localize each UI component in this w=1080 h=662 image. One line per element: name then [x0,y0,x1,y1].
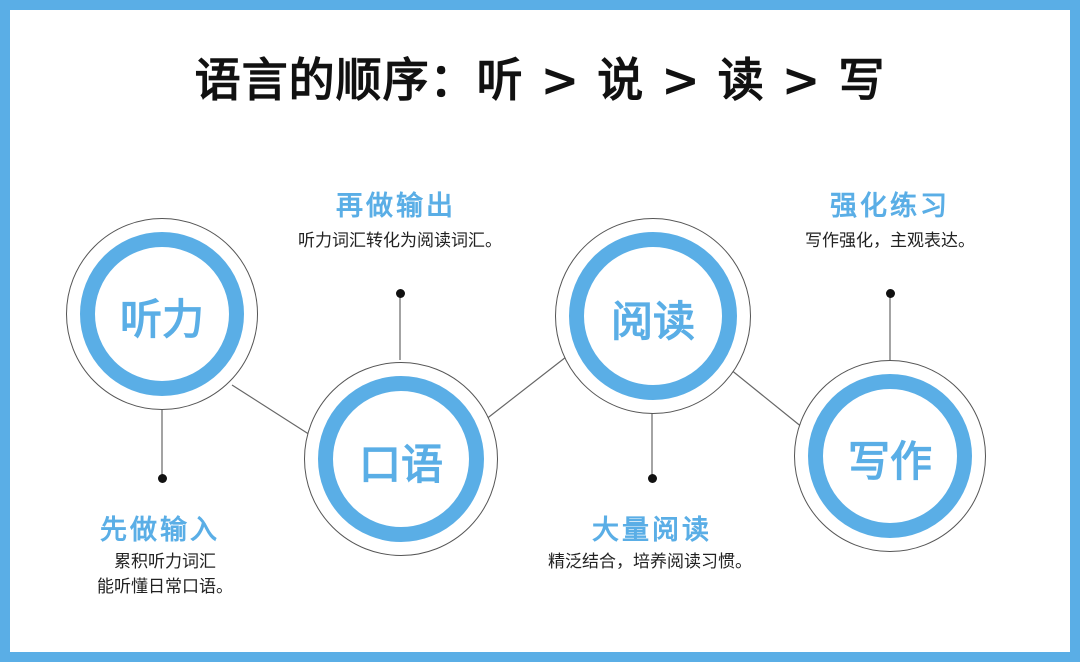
step-desc-line: 精泛结合，培养阅读习惯。 [548,552,752,572]
step-desc-line: 写作强化，主观表达。 [805,231,975,251]
step-desc-input: 累积听力词汇 能听懂日常口语。 [60,550,270,600]
step-desc-line: 听力词汇转化为阅读词汇。 [298,231,502,251]
step-title-output: 再做输出 [336,191,456,222]
connector-speak-read [484,349,576,421]
pointer-dot-2 [396,289,405,298]
step-desc-reading: 精泛结合，培养阅读习惯。 [500,550,800,575]
node-label-listening: 听力 [119,295,204,344]
node-writing: 写作 [794,360,986,552]
node-label-speaking: 口语 [358,440,443,489]
pointer-dot-1 [158,474,167,483]
node-label-writing: 写作 [847,437,932,486]
step-desc-practice: 写作强化，主观表达。 [760,229,1020,254]
node-speaking: 口语 [304,362,498,556]
pointer-dot-3 [648,474,657,483]
step-title-input: 先做输入 [100,515,220,546]
node-label-reading: 阅读 [610,297,695,346]
connector-listen-speak [231,384,319,441]
node-listening: 听力 [66,218,258,410]
connector-read-write [724,364,809,433]
pointer-dot-4 [886,289,895,298]
step-desc-line: 能听懂日常口语。 [97,577,233,597]
step-desc-line: 累积听力词汇 [114,552,216,572]
page-title: 语言的顺序：听 > 说 > 读 > 写 [194,53,886,107]
step-desc-output: 听力词汇转化为阅读词汇。 [250,229,550,254]
step-title-reading: 大量阅读 [592,515,712,546]
step-title-practice: 强化练习 [830,191,950,222]
node-reading: 阅读 [555,218,751,414]
